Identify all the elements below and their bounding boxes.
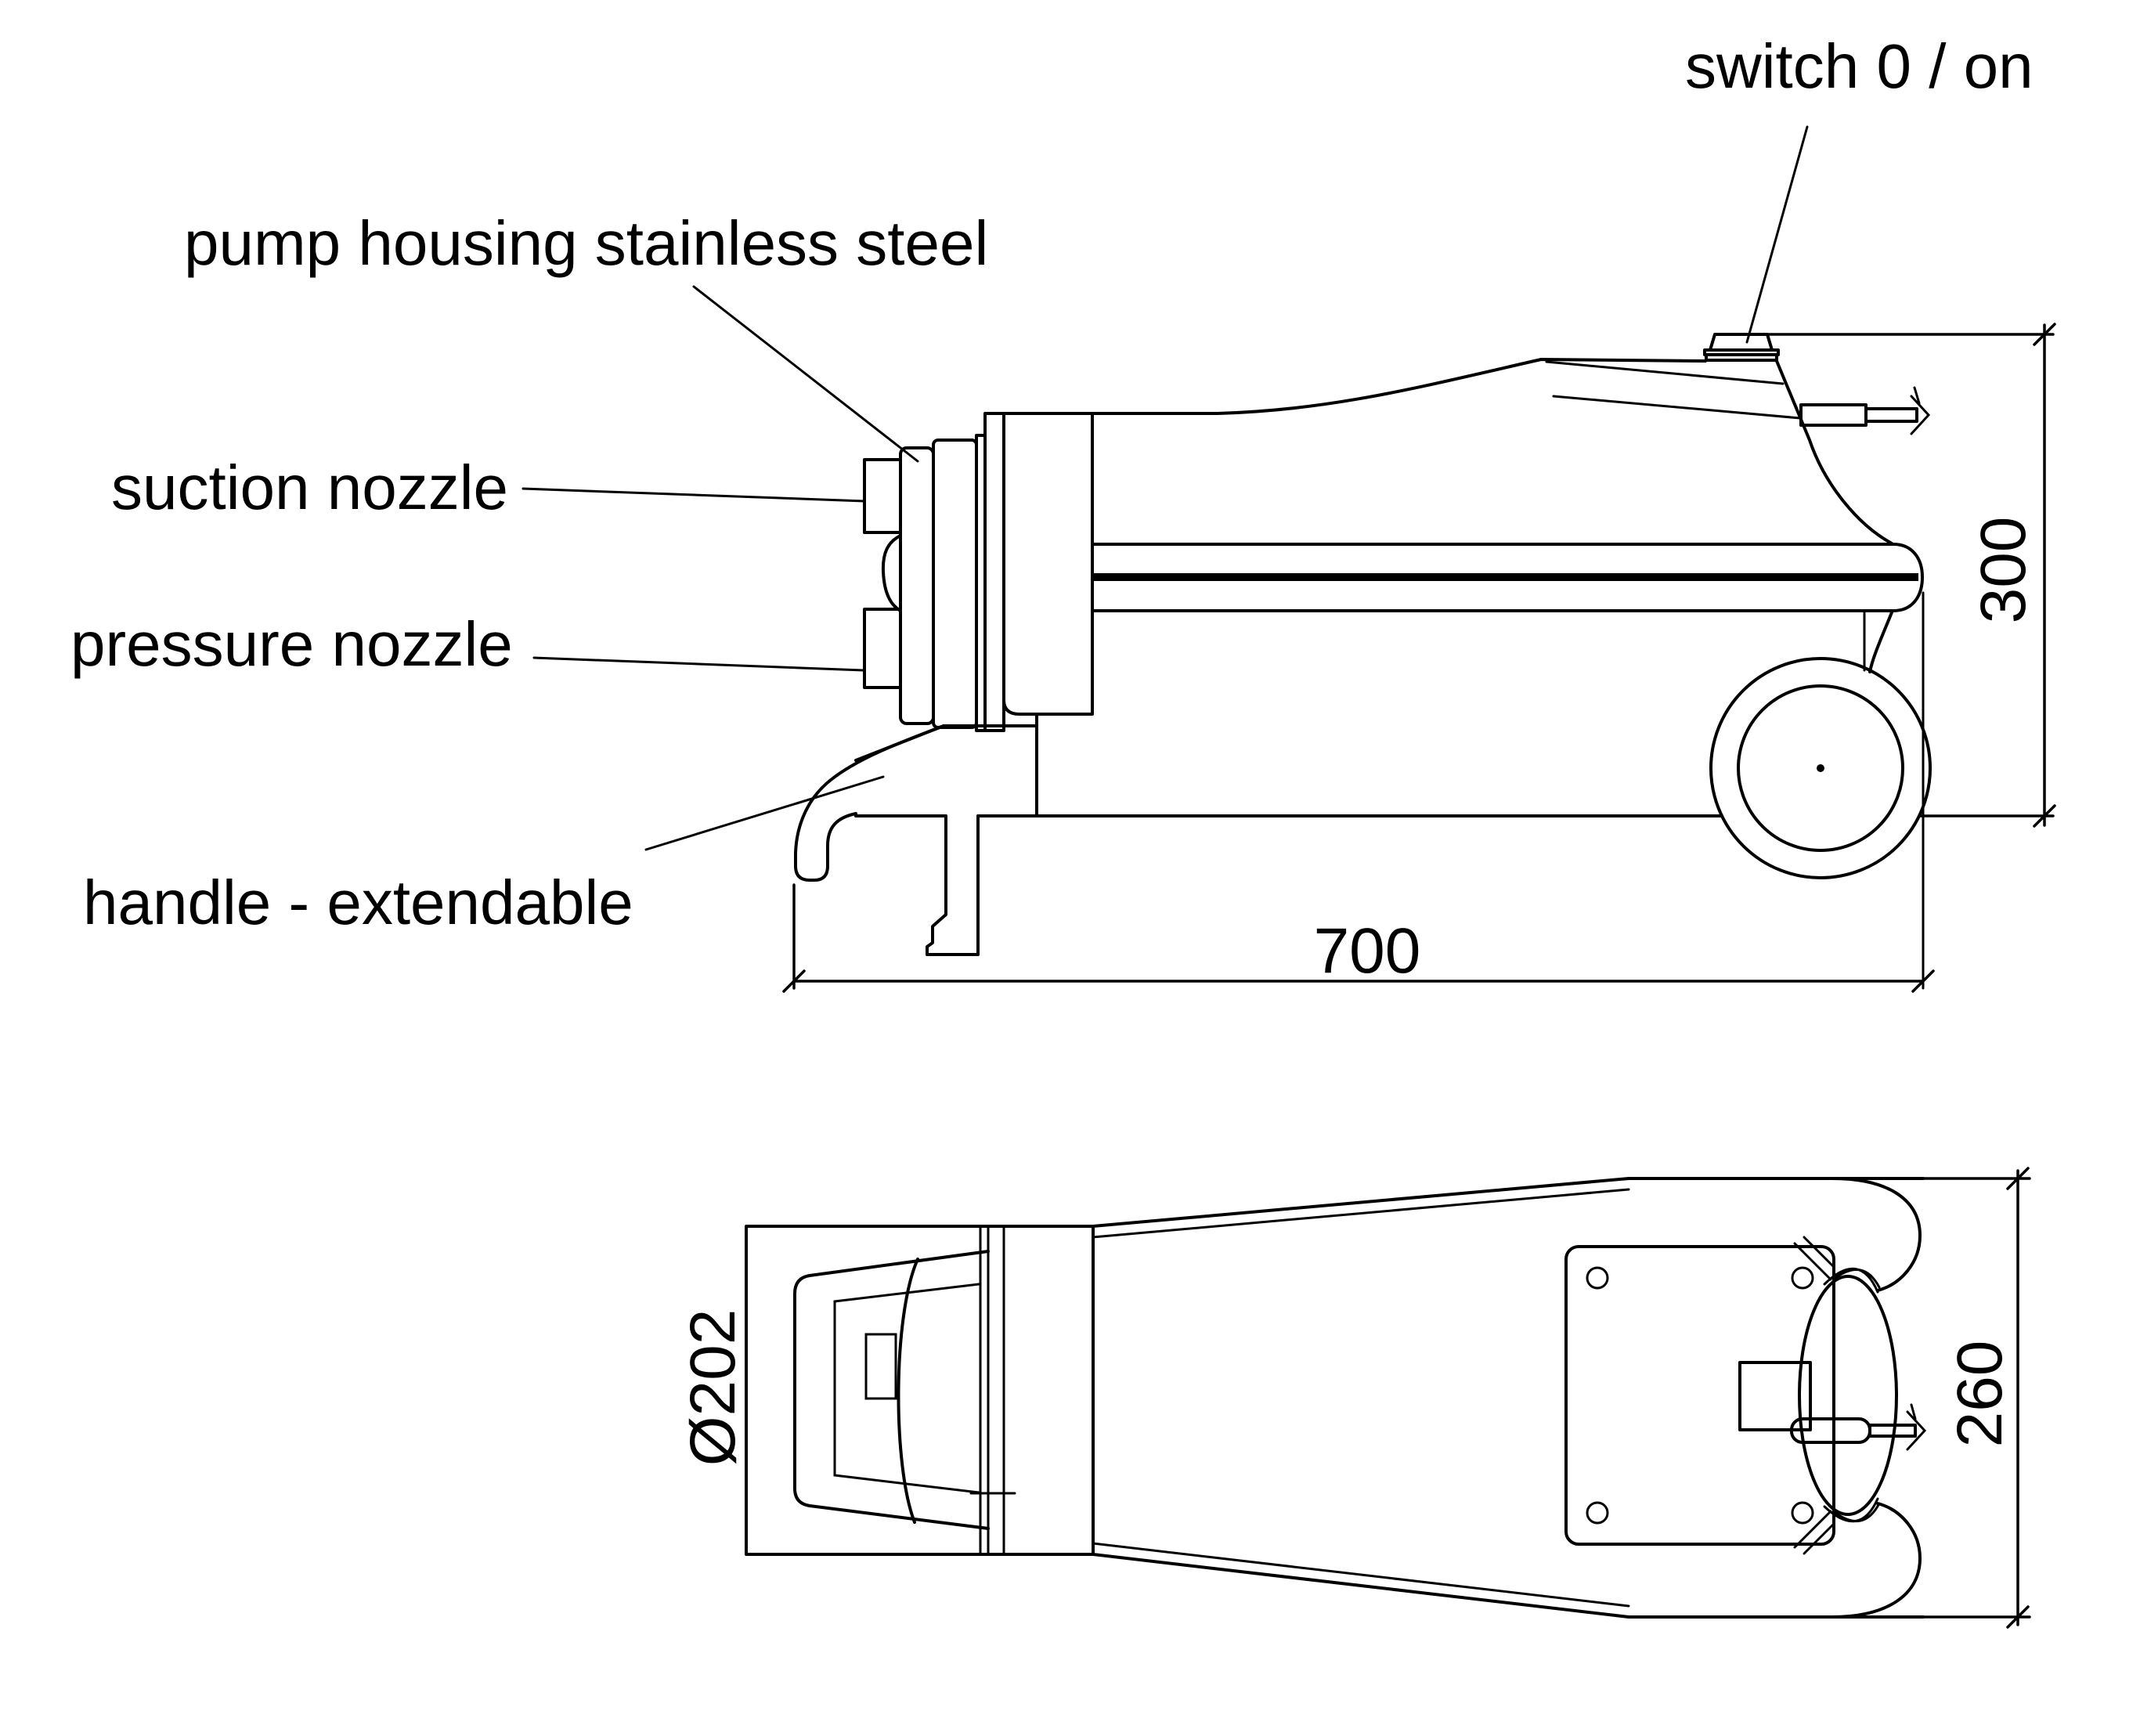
rear-grip-oval [1798, 1275, 1898, 1516]
body-top-edge [1091, 358, 1707, 415]
screw-hole [1791, 1501, 1814, 1525]
switch-label: switch 0 / on [1685, 31, 2034, 101]
wheel-outer [1709, 657, 1932, 879]
handle-rail-band [1091, 543, 1895, 612]
grip-bridge-arcs [1823, 1267, 1881, 1523]
wheel-arch [1868, 611, 1893, 673]
dimension-width-value: 260 [1944, 1341, 2015, 1448]
mounting-plate [1564, 1245, 1835, 1546]
handle-rail-cap [1892, 543, 1924, 612]
side-view: 700 300 switch 0 / on pump housing stain… [70, 31, 2056, 993]
top-switch-outline [1738, 1361, 1812, 1431]
dimension-width: 260 [1922, 1167, 2031, 1629]
cable-stub [1864, 407, 1918, 423]
pressure-nozzle-stub [863, 608, 902, 689]
pump-housing-block [1002, 412, 1094, 716]
switch-leader-line [1745, 125, 1809, 344]
plate-corner-seams [1793, 1236, 1835, 1555]
handle-label: handle - extendable [83, 868, 633, 937]
top-body-slants [1092, 1177, 1630, 1619]
pump-housing-leader-line [692, 285, 919, 463]
plug-icon [1910, 386, 1931, 435]
pump-housing-label: pump housing stainless steel [184, 208, 988, 278]
rear-groove-lines [1545, 360, 1802, 420]
top-view: 260 Ø202 [677, 1167, 2031, 1629]
cable-gland [1799, 403, 1868, 427]
body-rear-slant [1775, 359, 1893, 545]
top-casing-silhouette [793, 1250, 990, 1530]
top-dome-arc [897, 1258, 919, 1524]
screw-hole [1586, 1501, 1609, 1525]
switch-knob [1703, 333, 1780, 362]
support-foot [926, 814, 980, 956]
handle-leader-line [644, 775, 885, 851]
dimension-length: 700 [782, 883, 1935, 993]
suction-nozzle-stub [863, 458, 902, 534]
top-nozzle-port [864, 1333, 897, 1400]
top-cable-stub [1868, 1424, 1917, 1438]
end-cap-profile [881, 534, 902, 612]
top-body-seams [1092, 1188, 1630, 1608]
top-flange-lines [979, 1225, 1005, 1556]
top-plug-icon [1906, 1403, 1927, 1451]
top-body-sides [1627, 1177, 1925, 1619]
wheel-axle-dot [1817, 764, 1824, 772]
screw-hole [1791, 1266, 1814, 1290]
suction-leader-line [521, 487, 866, 503]
screw-hole [1586, 1266, 1609, 1290]
dimension-height: 300 [1766, 323, 2056, 828]
dimension-height-value: 300 [1968, 517, 2039, 624]
top-rear-lobe-upper [1831, 1177, 1922, 1292]
dimension-diameter-value: Ø202 [677, 1309, 749, 1467]
pressure-nozzle-label: pressure nozzle [70, 609, 513, 679]
pressure-leader-line [532, 656, 864, 672]
top-inner-frame [833, 1283, 980, 1494]
flange-plate [983, 412, 1005, 732]
flange-ring-1 [932, 439, 978, 729]
wheel-inner [1737, 684, 1904, 852]
suction-nozzle-label: suction nozzle [111, 453, 508, 522]
dimension-length-value: 700 [1314, 915, 1421, 987]
top-rear-lobe-lower [1831, 1502, 1922, 1619]
pump-end-cap [899, 446, 935, 725]
top-head-outline [745, 1225, 1095, 1556]
handle-curve [794, 724, 945, 882]
handle-bracket [854, 724, 1038, 762]
